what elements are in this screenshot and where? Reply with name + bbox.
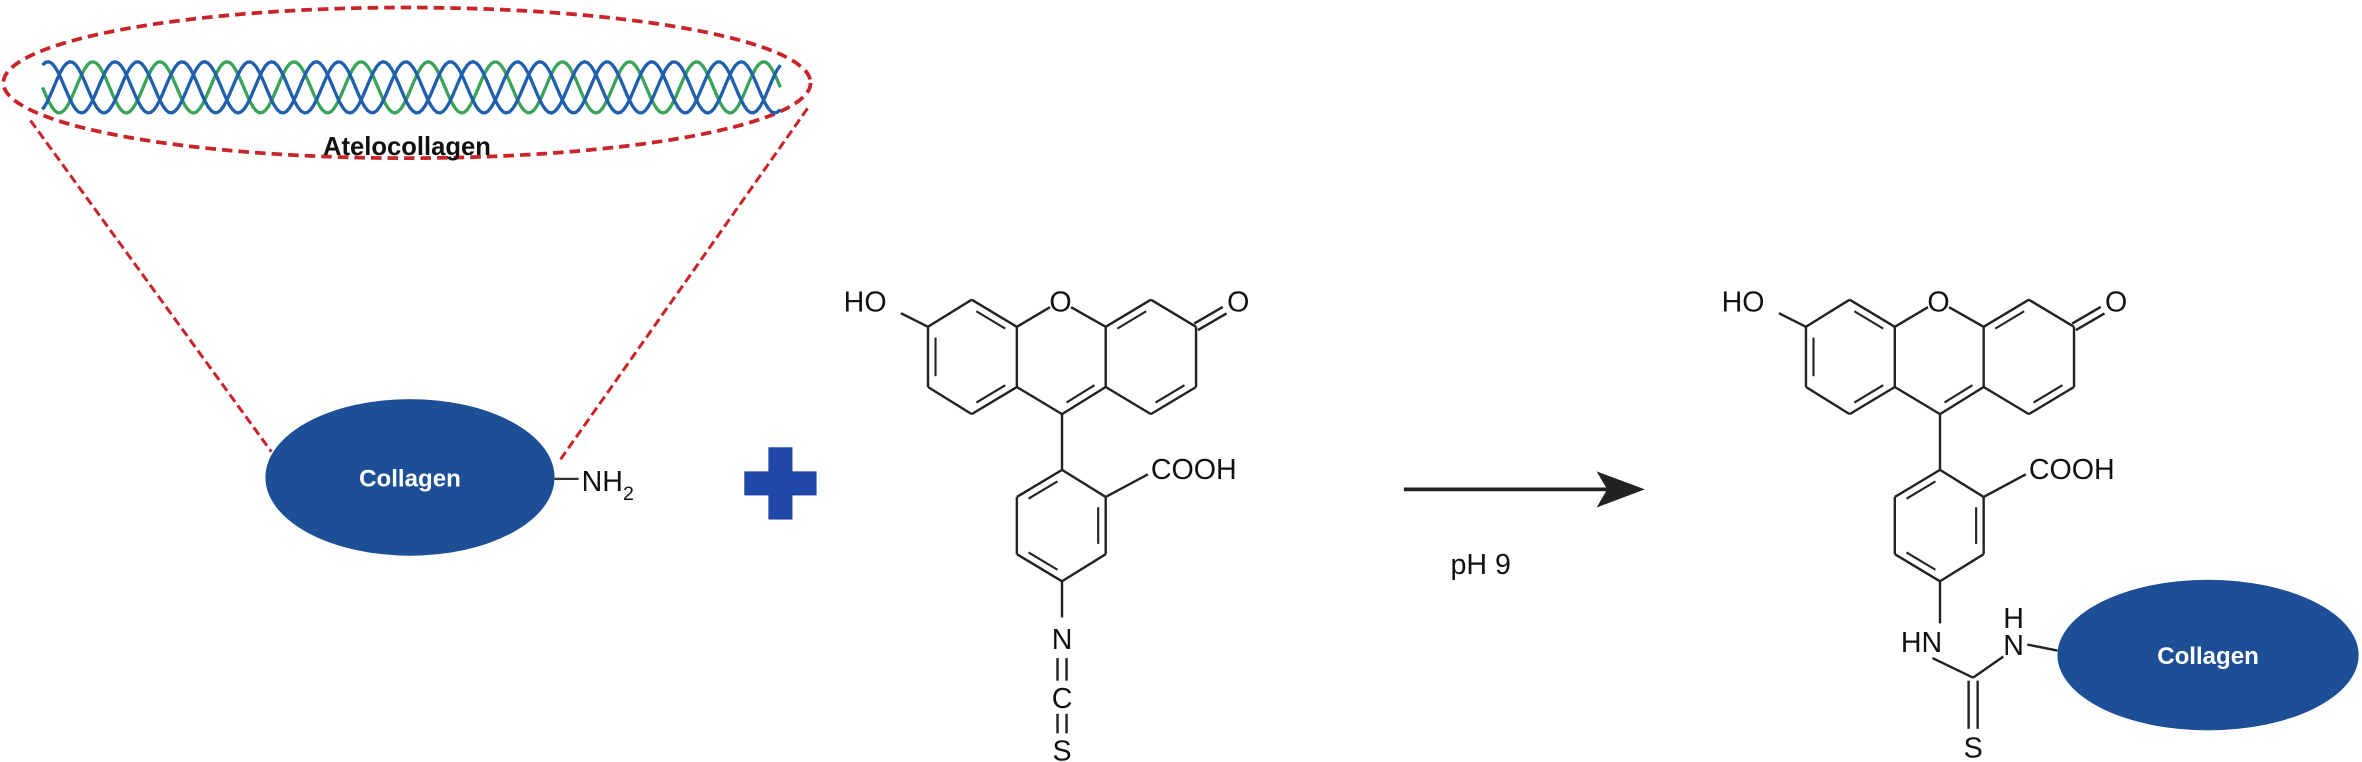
double-bond: [2075, 312, 2106, 332]
bond: [1983, 473, 2027, 499]
reactant-collagen: Collagen NH2: [265, 399, 634, 556]
carboxyl-label: COOH: [2029, 454, 2115, 486]
bond: [1948, 306, 1985, 328]
collagen-label: Collagen: [359, 465, 461, 492]
bond: [1061, 386, 1107, 416]
bond: [2028, 298, 2075, 328]
fitc-bonds: [900, 298, 1228, 734]
plus-icon: [744, 447, 817, 520]
fitc-molecule: HO O O COOH N C S: [844, 287, 1250, 762]
bond: [1983, 298, 2030, 328]
keto-oxygen-label: O: [1227, 287, 1249, 319]
bond: [1972, 655, 2004, 679]
bond: [1150, 385, 1197, 416]
bond: [1105, 298, 1152, 328]
collagen-triple-helix: [40, 59, 782, 115]
aromatic-inner-bond: [1027, 551, 1058, 571]
thiourea-s-label: S: [1964, 732, 1983, 762]
bond: [1016, 553, 1063, 583]
aromatic-inner-bond: [1905, 480, 1936, 500]
product-bonds: [1778, 298, 2106, 729]
bond: [1939, 386, 1985, 416]
bond: [971, 385, 1018, 416]
bond: [1894, 553, 1941, 583]
carboxyl-label: COOH: [1151, 454, 1237, 486]
aromatic-inner-bond: [1027, 480, 1058, 500]
reaction-condition: pH 9: [1450, 549, 1510, 581]
bond: [1931, 657, 1974, 679]
aromatic-inner-bond: [975, 310, 1006, 330]
zoom-line-left: [29, 119, 273, 453]
bond: [1894, 306, 1929, 328]
zoom-line-right: [559, 107, 809, 461]
bond: [1939, 553, 1985, 583]
reaction-arrow: pH 9: [1403, 471, 1645, 581]
double-bond: [2071, 305, 2102, 325]
bond: [1070, 306, 1107, 328]
aromatic-inner-bond: [1853, 384, 1884, 404]
aromatic-inner-bond: [1853, 310, 1884, 330]
bond: [1849, 298, 1896, 328]
aromatic-inner-bond: [2032, 384, 2063, 404]
collagen-link-bond: [2027, 643, 2058, 652]
keto-oxygen-label: O: [2105, 287, 2127, 319]
bond: [1894, 385, 1941, 416]
helix-strand: [41, 59, 782, 115]
zoom-dashed-ellipse: [1, 5, 813, 161]
bond: [1778, 312, 1807, 328]
bond: [2028, 385, 2075, 416]
bond: [1805, 386, 1851, 416]
bond: [927, 386, 973, 416]
aromatic-inner-bond: [1116, 310, 1147, 330]
helix-strand: [41, 59, 782, 115]
isothiocyanate-c-label: C: [1052, 683, 1073, 715]
hydroxyl-label: HO: [844, 287, 887, 319]
bond: [1016, 468, 1063, 498]
ring-oxygen-label: O: [1927, 287, 1949, 319]
aromatic-inner-bond: [1905, 551, 1936, 571]
aromatic-inner-bond: [1943, 384, 1973, 404]
bond: [1061, 468, 1107, 498]
bond: [1939, 468, 1985, 498]
atelocollagen-callout: Atelocollagen: [1, 5, 813, 461]
amine-label: NH2: [582, 466, 634, 505]
bond: [1849, 385, 1896, 416]
helix-strand: [40, 59, 782, 115]
aromatic-inner-bond: [975, 384, 1006, 404]
hydroxyl-label: HO: [1722, 287, 1765, 319]
atelocollagen-label: Atelocollagen: [323, 133, 491, 161]
collagen-label: Collagen: [2157, 643, 2259, 670]
thiourea-h-label: H: [2003, 603, 2024, 635]
isothiocyanate-n-label: N: [1052, 624, 1073, 656]
bond: [1105, 385, 1152, 416]
bond: [1016, 385, 1063, 416]
isothiocyanate-s-label: S: [1052, 735, 1071, 762]
fitc-collagen-product: HO O O COOH HN H N S Collagen: [1722, 287, 2359, 762]
bond: [1894, 468, 1941, 498]
aromatic-inner-bond: [1065, 384, 1096, 404]
double-bond: [1193, 305, 1224, 325]
double-bond: [1197, 312, 1228, 332]
collagen-ellipse: [2057, 579, 2359, 731]
thiourea-hn-label: HN: [1901, 627, 1942, 659]
bond: [1983, 385, 2030, 416]
collagen-ellipse: [265, 399, 555, 556]
aromatic-inner-bond: [1994, 310, 2025, 330]
thiourea-n-label: N: [2003, 630, 2024, 662]
ring-oxygen-label: O: [1049, 287, 1071, 319]
bond: [1150, 298, 1197, 328]
aromatic-inner-bond: [1155, 384, 1186, 404]
bond: [1016, 306, 1051, 328]
bond: [1105, 473, 1149, 499]
bond: [900, 312, 929, 328]
bond: [1805, 298, 1851, 328]
bond: [971, 298, 1018, 328]
bond: [927, 298, 973, 328]
bond: [1061, 553, 1107, 583]
